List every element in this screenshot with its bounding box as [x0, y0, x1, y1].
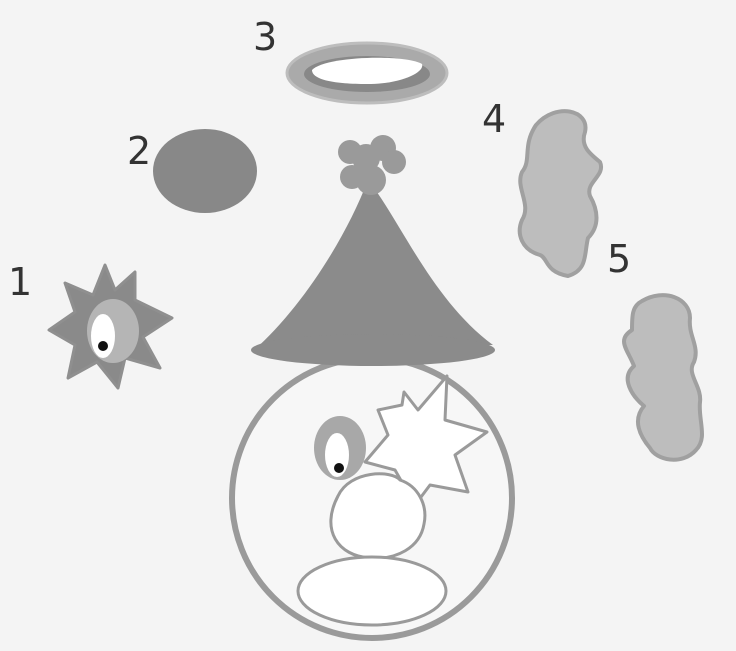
- label-piece-2: 2: [127, 129, 151, 173]
- label-piece-4: 4: [482, 97, 506, 141]
- piece-3-ring: [287, 43, 447, 103]
- pom-pom: [338, 135, 406, 195]
- label-piece-5: 5: [607, 237, 631, 281]
- eye-white: [91, 314, 115, 358]
- hat-cone: [252, 180, 493, 352]
- hat-brim: [251, 334, 495, 366]
- piece-5-cloud: [624, 295, 702, 460]
- nose-outline: [331, 474, 425, 558]
- piece-2-oval: [153, 129, 257, 213]
- label-piece-1: 1: [8, 260, 32, 304]
- assembly-pupil: [334, 463, 344, 473]
- clown-assembly: [232, 135, 512, 638]
- piece-1-spiky-star: [49, 265, 172, 388]
- pupil: [98, 341, 108, 351]
- mouth-outline: [298, 557, 446, 625]
- label-piece-3: 3: [253, 15, 277, 59]
- piece-4-cloud: [520, 111, 601, 276]
